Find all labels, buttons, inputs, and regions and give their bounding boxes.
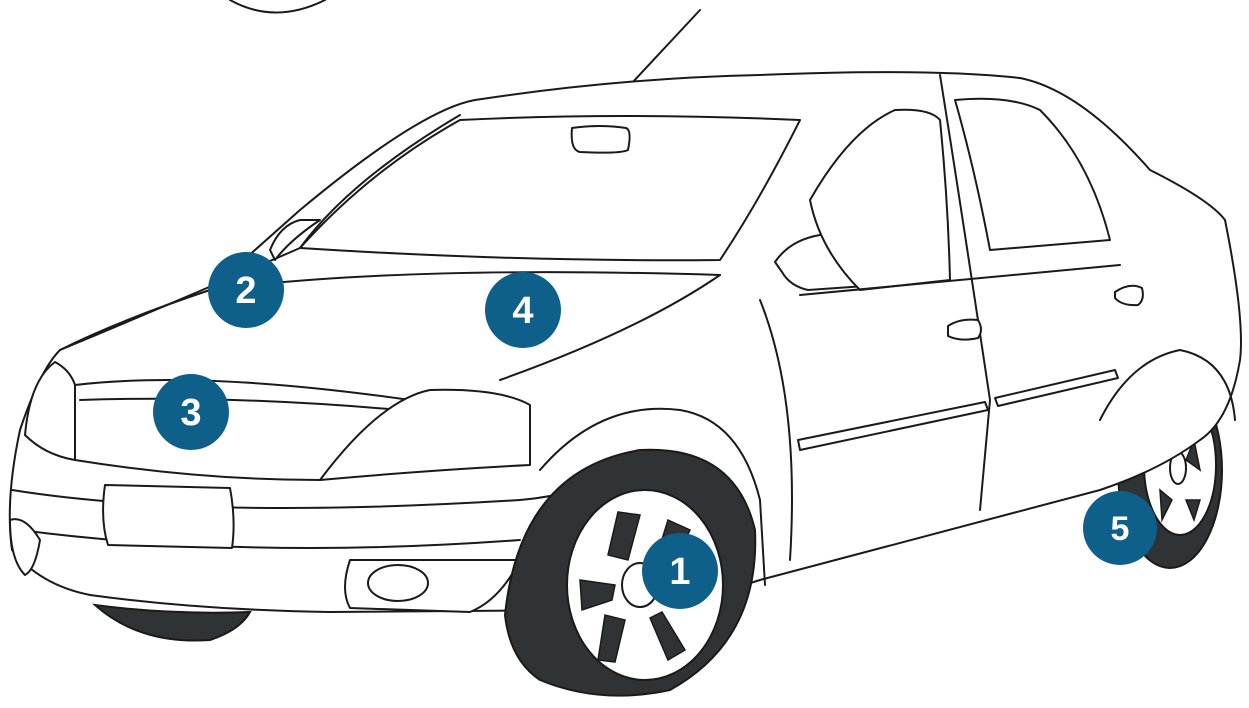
callout-4[interactable]: 4	[485, 272, 561, 348]
callout-3[interactable]: 3	[153, 374, 229, 450]
logo-circle-fragment	[230, 0, 325, 13]
callout-4-label: 4	[512, 290, 533, 332]
callout-5[interactable]: 5	[1083, 491, 1157, 565]
callout-1-label: 1	[669, 551, 690, 593]
callout-3-label: 3	[180, 392, 201, 434]
callout-2[interactable]: 2	[208, 252, 284, 328]
callout-2-label: 2	[235, 270, 256, 312]
callout-1[interactable]: 1	[642, 533, 718, 609]
callout-5-label: 5	[1111, 510, 1130, 548]
